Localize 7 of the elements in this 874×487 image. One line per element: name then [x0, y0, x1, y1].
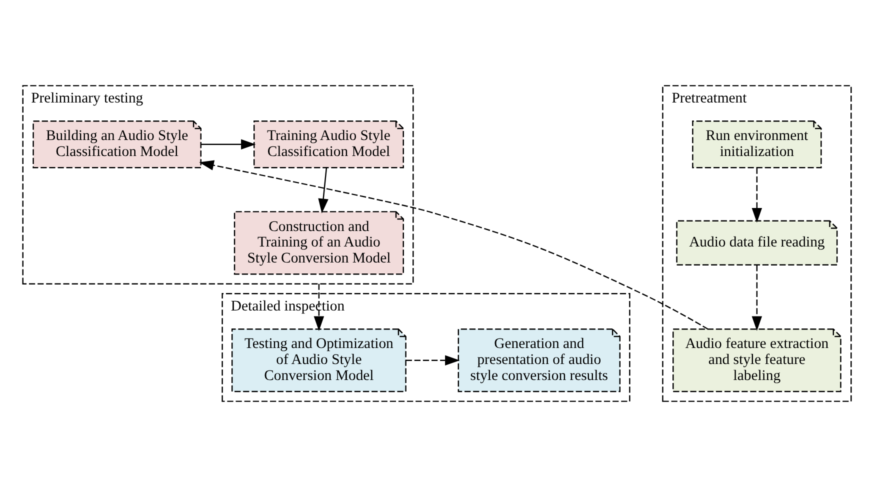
arrow [406, 355, 460, 366]
arrow [314, 284, 324, 331]
arrow [199, 160, 708, 330]
arrow [318, 168, 328, 214]
arrow [752, 168, 762, 223]
arrow [752, 265, 762, 331]
arrow [201, 139, 256, 150]
